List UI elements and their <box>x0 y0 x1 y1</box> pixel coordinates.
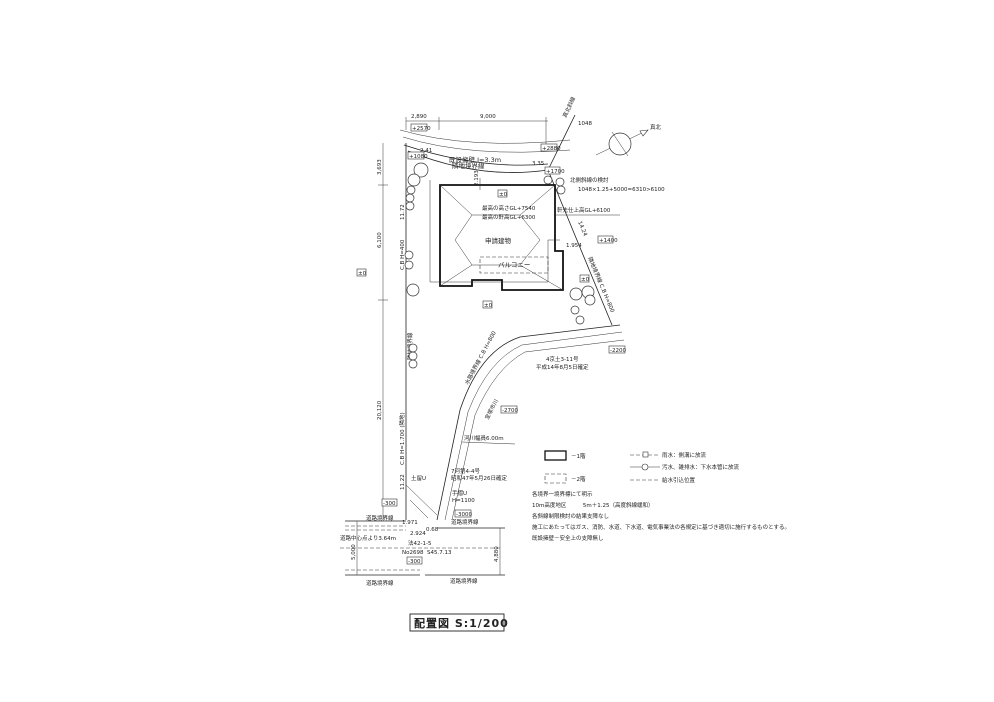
title-text: 配置図 S:1/200 <box>414 616 509 630</box>
level-2880: +2880 <box>542 146 561 152</box>
first-floor-outline <box>439 184 564 291</box>
max-height-label: 最高の高さGL+7540 <box>482 204 536 212</box>
level-zero-east: ±0 <box>581 277 590 283</box>
dim-2-41: 2.41 <box>420 148 432 154</box>
west-boundary: 3,693 6,100 20,120 ±0 11.72 C.B H=400 隣地… <box>356 143 414 520</box>
adjacent-boundary-label: 隣地境界線 <box>452 161 485 170</box>
true-north-label: 真北 <box>650 123 662 131</box>
dim-1-954: 1.954 <box>566 243 582 249</box>
top-dimensions: 2,890 9,000 <box>405 114 548 150</box>
dim-6100: 6,100 <box>377 232 383 248</box>
lower-cb-label: C.B H=1.700 (隣地) <box>398 412 406 465</box>
permit2-line1: 7河第4-4号 <box>451 467 480 475</box>
note-1: 各境界一境界標にて明示 <box>532 490 593 498</box>
legend-floor2: －2階 <box>571 475 586 483</box>
road-center-label: 道路中心点より3.64m <box>340 534 396 542</box>
handrail-height: H=1100 <box>452 498 475 504</box>
note-2: 10m高度地区 5m＋1.25（高度斜線緩和） <box>532 501 653 509</box>
dim-9000: 9,000 <box>480 114 496 120</box>
road-date: S45.7.13 <box>427 550 452 556</box>
note-3: 各斜線制限検討の結果支障なし <box>532 512 609 520</box>
lower-entrance: 7河第4-4号 昭和47年5月26日確定 土留U 手摺U H=1100 -300… <box>340 467 507 587</box>
permit2-line2: 昭和47年5月26日確定 <box>451 474 507 482</box>
level-minus-2200: -2200 <box>610 348 626 354</box>
value-1048: 1048 <box>578 121 592 127</box>
balcony-label: バルコニー <box>498 261 530 269</box>
level-2570: +2570 <box>412 126 431 132</box>
dim-3-35: 3.35 <box>532 161 545 167</box>
level-minus-300-a: -300 <box>383 501 396 507</box>
west-cb-label: C.B H=400 <box>400 239 406 270</box>
legend-floor2-swatch <box>544 473 567 484</box>
river-permit-1: 4京土3-11号 <box>546 355 579 363</box>
east-cb-label: 隣地境界線 C.B H=800 <box>586 256 617 314</box>
law-label: 法42-1-5 <box>408 539 432 547</box>
level-minus-300-b: -300 <box>408 559 421 565</box>
level-1400: +1400 <box>599 238 618 244</box>
note-4: 施工にあたってはガス、消防、水道、下水道、電気事業法の各規定に基づき適切に施行す… <box>532 523 790 531</box>
legend-rain: 雨水：側溝に放流 <box>662 451 707 459</box>
dim-11-72: 11.72 <box>400 204 406 220</box>
level-zero-yard: ±0 <box>484 303 493 309</box>
dim-4880: 4,880 <box>494 546 500 562</box>
note-5: 既設擁壁－安全上の支障無し <box>532 534 604 542</box>
drawing-title: 配置図 S:1/200 <box>409 613 509 632</box>
legend-floor1-swatch <box>544 450 567 461</box>
building-label: 申請建物 <box>485 236 512 245</box>
river-name: 宝塚市川 <box>483 398 500 421</box>
river-width: 河川幅員6.00m <box>464 434 504 442</box>
road-boundary-3: 道路境界線 <box>366 579 394 587</box>
east-boundary: +1700 +1400 ±0 隣地境界線 C.B H=800 14.24 北側斜… <box>544 114 665 326</box>
retaining-wall-label: 既設擁壁 I=3.3m <box>449 155 501 164</box>
road-boundary-1: 道路境界線 <box>366 514 394 522</box>
north-check-title: 北側斜線の検討 <box>570 176 609 184</box>
building-footprint: 2.193 ±0 最高の高さGL+7540 最高の軒高GL+6300 軒先仕上高… <box>429 170 620 309</box>
level-zero-building: ±0 <box>499 192 508 198</box>
north-retaining-wall: +2570 +2880 +1080 2.41 既設擁壁 I=3.3m 隣地境界線… <box>399 123 571 173</box>
dim-2890: 2,890 <box>411 114 427 120</box>
level-minus-2700: -2700 <box>502 408 518 414</box>
legend: －1階 －2階 雨水：側溝に放流 汚水、雑排水：下水本管に放流 給水引込位置 <box>544 450 740 484</box>
handrail-label: 手摺U <box>452 489 467 497</box>
dim-5000: 5,000 <box>351 544 357 560</box>
level-zero-west: ±0 <box>358 271 367 277</box>
dim-14-24: 14.24 <box>576 220 588 237</box>
north-arrow: 真北 真北斜線 1048 <box>561 95 662 157</box>
balcony-outline <box>479 256 549 274</box>
dim-3693: 3,693 <box>377 159 383 175</box>
notes: 各境界一境界標にて明示 10m高度地区 5m＋1.25（高度斜線緩和） 各斜線制… <box>532 490 790 542</box>
retaining-u-label: 土留U <box>411 474 426 482</box>
trees <box>404 162 596 369</box>
dim-2-924: 2.924 <box>410 531 426 537</box>
road-number: No2698 <box>402 550 424 556</box>
dim-2-193: 2.193 <box>474 170 480 186</box>
road-boundary-2: 道路境界線 <box>451 518 479 526</box>
dim-20120: 20,120 <box>377 400 383 420</box>
level-1080: +1080 <box>409 154 428 160</box>
level-minus-3000: -3000 <box>456 512 472 518</box>
waterway-boundary-label: 水路境界線 C.B H=800 <box>463 329 498 386</box>
max-eave-label: 最高の軒高GL+6300 <box>482 213 536 221</box>
river-permit-2: 平成14年8月5日確定 <box>536 363 589 371</box>
legend-water: 給水引込位置 <box>662 476 696 484</box>
dim-1-971: 1.971 <box>402 520 418 526</box>
north-check-formula: 1048×1.25+5000=6310>6100 <box>578 187 665 193</box>
legend-sewage: 汚水、雑排水：下水本管に放流 <box>662 463 740 471</box>
dim-11-22: 11.22 <box>400 474 406 490</box>
eave-finish-label: 軒先仕上高GL+6100 <box>557 206 611 214</box>
road-boundary-4: 道路境界線 <box>450 577 478 585</box>
dim-0-68: 0.68 <box>426 527 439 533</box>
level-1700: +1700 <box>546 169 565 175</box>
legend-floor1: －1階 <box>571 452 586 460</box>
